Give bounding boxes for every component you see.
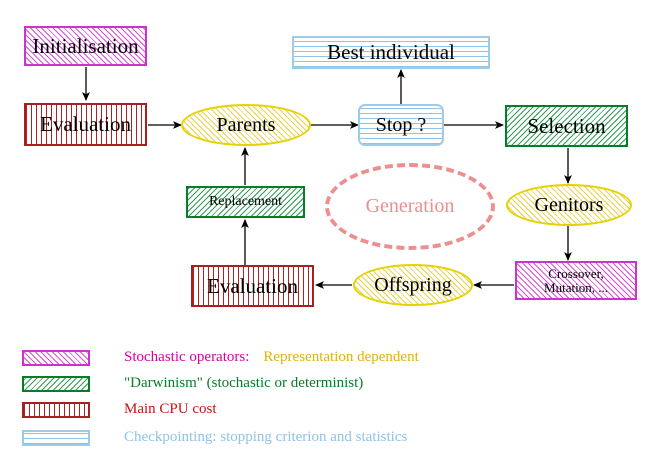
node-crossover-mutation-label-line1: Crossover,	[548, 265, 604, 281]
node-best-individual[interactable]: Best individual	[292, 36, 490, 69]
legend-swatch-magenta-diagonal-hatch-icon	[22, 349, 90, 366]
node-genitors-label: Genitors	[534, 193, 604, 216]
legend-row-checkpointing: Checkpointing: stopping criterion and st…	[22, 429, 407, 446]
node-evaluation-top-label: Evaluation	[40, 112, 131, 137]
node-selection-label: Selection	[527, 113, 606, 138]
node-stop[interactable]: Stop ?	[358, 104, 444, 146]
legend-row-main-cpu-cost: Main CPU cost	[22, 401, 217, 418]
legend-label-stochastic-operators: Stochastic operators:	[124, 349, 250, 365]
node-generation-label: Generation	[365, 195, 455, 217]
legend-row-stochastic-operators: Stochastic operators: Representation dep…	[22, 349, 419, 366]
legend-label-main-cpu-cost: Main CPU cost	[124, 401, 217, 417]
node-genitors[interactable]: Genitors	[506, 184, 632, 226]
node-initialisation-label: Initialisation	[32, 33, 139, 58]
node-evaluation-bottom-label: Evaluation	[207, 273, 298, 298]
node-stop-label: Stop ?	[375, 113, 427, 136]
node-selection[interactable]: Selection	[505, 105, 628, 147]
legend-label-darwinism: "Darwinism" (stochastic or determinist)	[124, 375, 364, 391]
legend-row-darwinism: "Darwinism" (stochastic or determinist)	[22, 375, 363, 392]
node-crossover-mutation-label-line2: Mutation, ...	[544, 279, 608, 295]
node-crossover-mutation[interactable]: Crossover, Mutation, ...	[515, 261, 637, 300]
legend-swatch-blue-horizontal-hatch-icon	[22, 429, 90, 446]
node-offspring[interactable]: Offspring	[353, 264, 473, 306]
node-replacement[interactable]: Replacement	[186, 186, 305, 218]
legend-label-representation-dependent: Representation dependent	[263, 349, 419, 365]
node-replacement-label: Replacement	[208, 193, 283, 209]
node-parents[interactable]: Parents	[181, 104, 311, 146]
node-best-individual-label: Best individual	[327, 40, 455, 65]
node-offspring-label: Offspring	[374, 273, 452, 296]
node-generation-group: Generation	[325, 163, 495, 250]
legend-label-checkpointing: Checkpointing: stopping criterion and st…	[124, 429, 408, 445]
node-evaluation-top[interactable]: Evaluation	[24, 103, 147, 146]
node-evaluation-bottom[interactable]: Evaluation	[191, 265, 314, 307]
legend-swatch-red-vertical-hatch-icon	[22, 401, 90, 418]
legend-swatch-green-diagonal-hatch-icon	[22, 375, 90, 392]
node-initialisation[interactable]: Initialisation	[24, 26, 147, 66]
node-parents-label: Parents	[216, 113, 276, 136]
